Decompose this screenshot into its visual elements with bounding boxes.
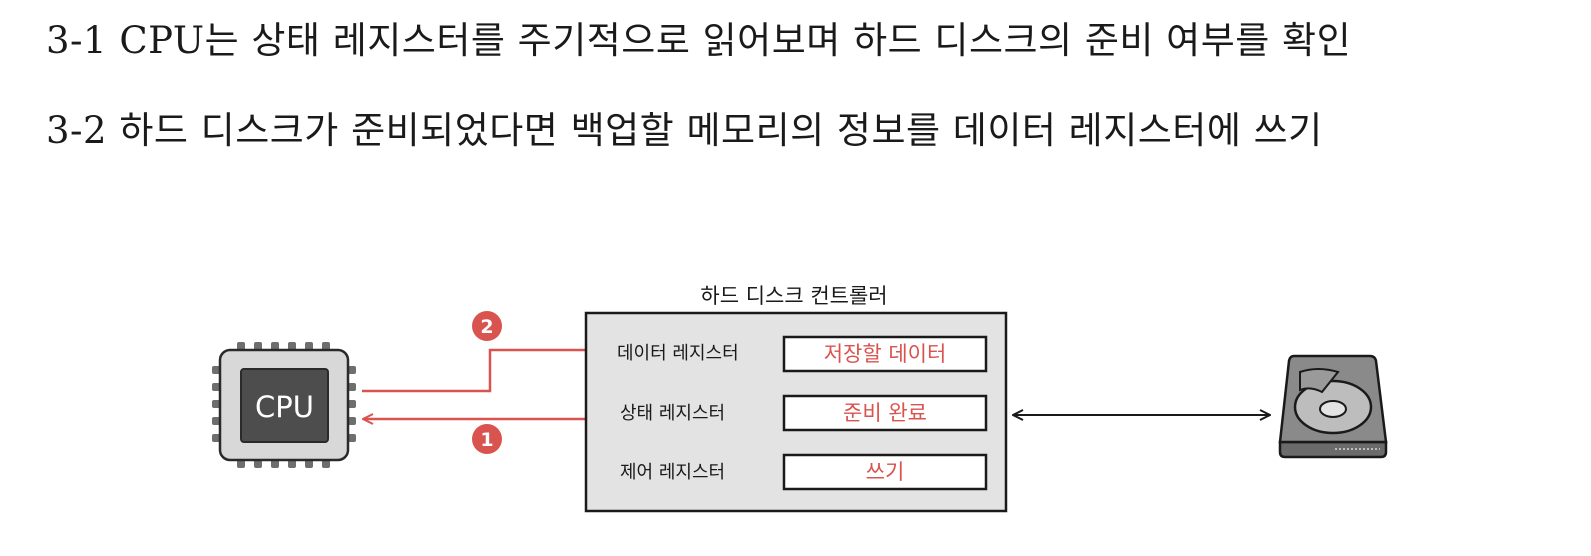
step-badge-2: 2	[472, 311, 502, 341]
data-register-value: 저장할 데이터	[824, 342, 947, 366]
step-badge-2-label: 2	[480, 316, 493, 338]
data-register-label: 데이터 레지스터	[617, 343, 739, 364]
control-register-value-box	[782, 453, 988, 491]
write-data-arrow	[362, 350, 612, 393]
cpu-core	[240, 368, 329, 443]
step-badge-1: 1	[472, 424, 502, 454]
data-register-value-box	[782, 335, 988, 373]
cpu-chip: CPU	[212, 342, 356, 468]
status-register-value-box	[782, 394, 988, 432]
step-badge-1-label: 1	[480, 429, 493, 451]
controller-title: 하드 디스크 컨트롤러	[700, 284, 887, 308]
status-register-value: 준비 완료	[843, 401, 927, 425]
cpu-label: CPU	[255, 390, 314, 424]
step-3-1-text: 3-1 CPU는 상태 레지스터를 주기적으로 읽어보며 하드 디스크의 준비 …	[46, 19, 1352, 62]
control-register-value: 쓰기	[866, 460, 905, 484]
status-register-label: 상태 레지스터	[620, 403, 725, 424]
control-register-label: 제어 레지스터	[620, 462, 725, 483]
hard-disk-icon	[1278, 354, 1388, 459]
step-3-2-text: 3-2 하드 디스크가 준비되었다면 백업할 메모리의 정보를 데이터 레지스터…	[46, 109, 1323, 152]
